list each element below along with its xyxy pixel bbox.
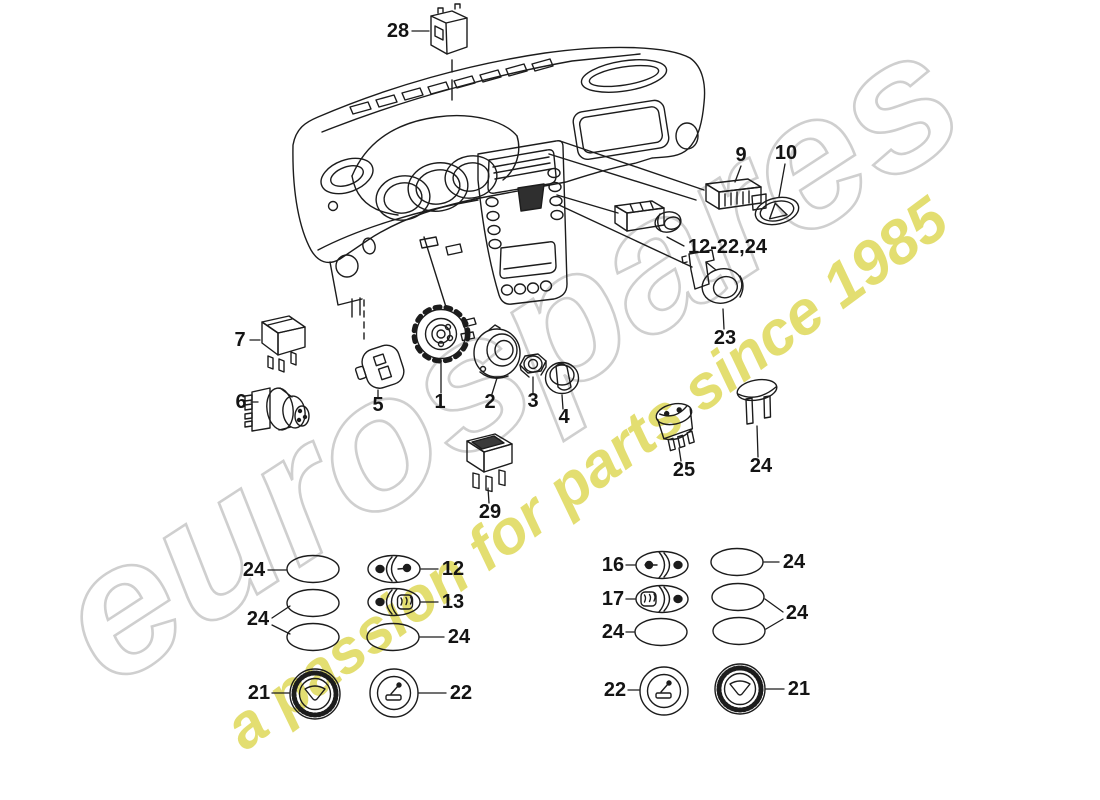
callout-21-right[interactable]: 21	[788, 678, 810, 700]
callout-4[interactable]: 4	[558, 406, 570, 428]
rocker-switch-13-drawing	[367, 587, 421, 617]
leader-to-part1	[423, 236, 447, 308]
part-7-switch-drawing	[261, 315, 306, 373]
part-2-housing-drawing	[473, 324, 521, 379]
callout-24-left-bracket[interactable]: 24	[247, 608, 270, 630]
part-4-knob-drawing	[544, 361, 580, 395]
leader-to-part23	[558, 204, 693, 268]
part-3-nut-drawing	[519, 353, 547, 378]
callout-23[interactable]: 23	[714, 327, 736, 349]
panel-light-dimmer-icon	[304, 685, 326, 701]
callout-22-right[interactable]: 22	[604, 679, 626, 701]
callout-leader-lines	[249, 30, 786, 694]
callout-1[interactable]: 1	[434, 391, 445, 413]
lighter-22-right-drawing	[639, 666, 689, 716]
callout-29[interactable]: 29	[479, 501, 501, 523]
cigarette-lighter-icon	[385, 682, 402, 701]
callout-24-right-top[interactable]: 24	[783, 551, 806, 573]
blank-cap-ovals-left	[286, 554, 340, 652]
part-5-switch-drawing	[354, 344, 405, 389]
part-10-hazard-button-drawing	[754, 196, 800, 226]
rocker-switch-16-drawing	[635, 550, 689, 580]
dashboard-drawing	[292, 46, 706, 343]
part-28-relay-drawing	[430, 3, 468, 55]
callout-24-pin[interactable]: 24	[750, 455, 773, 477]
callout-10[interactable]: 10	[775, 142, 797, 164]
callout-6[interactable]: 6	[235, 391, 246, 413]
callout-24-left-top[interactable]: 24	[243, 559, 266, 581]
watermark-brand-text: eurospares	[20, 0, 996, 724]
callout-9[interactable]: 9	[735, 144, 746, 166]
defroster-vent-slots	[349, 58, 554, 115]
callout-28[interactable]: 28	[387, 20, 409, 42]
hazard-triangle-icon	[768, 202, 788, 220]
callout-12[interactable]: 12	[442, 558, 464, 580]
callout-24-right-bracket[interactable]: 24	[786, 602, 809, 624]
blank-cap-oval	[634, 617, 688, 647]
center-stack	[477, 140, 568, 305]
callout-7[interactable]: 7	[234, 329, 245, 351]
callout-24-mid-left[interactable]: 24	[448, 626, 471, 648]
part-25-switch-drawing	[655, 402, 695, 452]
part-6-switch-drawing	[244, 387, 310, 432]
part-23-ignition-lock-drawing	[681, 249, 744, 304]
callout-3[interactable]: 3	[527, 390, 538, 412]
part-12-22-24-switch-drawing	[614, 200, 682, 233]
panel-light-dimmer-icon	[729, 680, 751, 696]
side-air-vent	[320, 157, 374, 195]
speaker-grille	[580, 59, 668, 93]
callout-labels: 28 9 10 12-22,24 23 7 6 5 1 2 3 4 25 24 …	[234, 20, 810, 704]
fog-lamp-icon	[397, 563, 412, 573]
part-9-switch-drawing	[705, 178, 767, 211]
callout-2[interactable]: 2	[484, 391, 495, 413]
callout-22-left[interactable]: 22	[450, 682, 472, 704]
callout-21-left[interactable]: 21	[248, 682, 270, 704]
rocker-switch-12-drawing	[367, 554, 421, 584]
rear-defrost-icon	[396, 594, 414, 610]
rear-defrost-icon	[640, 591, 657, 607]
rocker-switch-17-drawing	[635, 584, 689, 614]
leader-to-part9	[548, 140, 705, 201]
glovebox-opening	[572, 99, 670, 161]
leader-to-part12-22-24	[556, 194, 619, 214]
callout-17[interactable]: 17	[602, 588, 624, 610]
part-24-pin-drawing	[736, 378, 778, 425]
callout-5[interactable]: 5	[372, 394, 383, 416]
cigarette-lighter-icon	[655, 680, 672, 699]
callout-12-22-24[interactable]: 12-22,24	[688, 236, 768, 258]
knob-21-right-drawing	[714, 663, 766, 715]
callout-25[interactable]: 25	[673, 459, 695, 481]
callout-16[interactable]: 16	[602, 554, 624, 576]
knob-21-left-drawing	[289, 668, 341, 720]
callout-13[interactable]: 13	[442, 591, 464, 613]
callout-24-mid-right[interactable]: 24	[602, 621, 625, 643]
watermark: eurospares a passion for parts since 198…	[18, 0, 997, 763]
blank-cap-oval	[366, 622, 420, 652]
blank-cap-ovals-right	[710, 547, 766, 646]
gauge-cluster	[375, 155, 498, 221]
lighter-22-left-drawing	[369, 668, 419, 718]
fog-lamp-icon	[644, 560, 658, 570]
part-29-switch-drawing	[466, 433, 513, 493]
